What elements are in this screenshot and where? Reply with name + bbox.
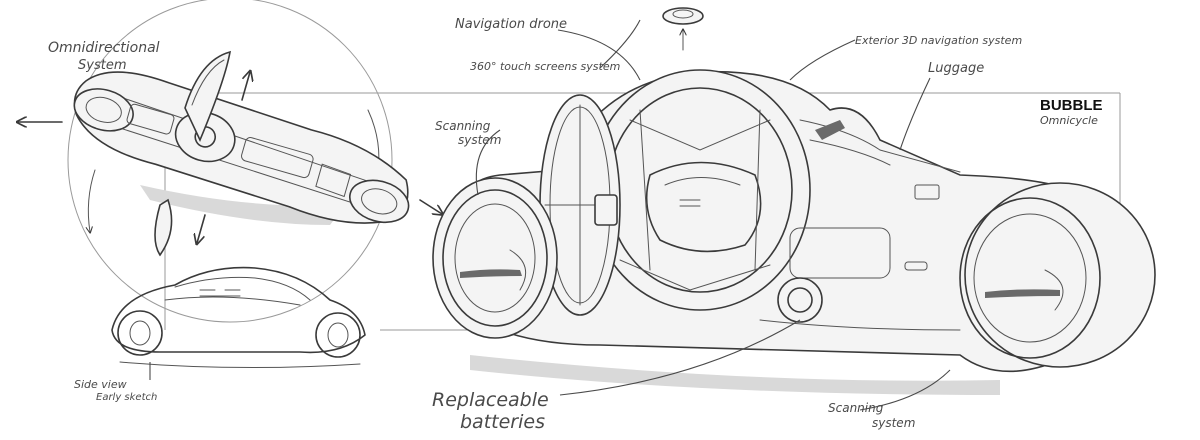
top-view-sketch [18,0,442,323]
label-scanning-right-system: system [872,416,915,430]
label-scanning-right: Scanning [828,401,884,415]
omnicycle-main-drawing [432,7,1156,395]
leader-lines [475,19,951,411]
label-omnidirectional-system: System [78,58,126,73]
side-view-sketch [111,266,366,380]
title-bubble: BUBBLE [1040,97,1103,114]
label-scanning-left: Scanning [435,119,491,133]
label-exterior-navigation: Exterior 3D navigation system [855,34,1022,47]
label-luggage: Luggage [928,61,984,76]
label-early-sketch: Early sketch [96,392,157,403]
label-navigation-drone: Navigation drone [455,17,567,32]
label-side-view: Side view [74,378,127,391]
label-omnidirectional: Omnidirectional [48,40,160,56]
title-omnicycle: Omnicycle [1040,114,1098,127]
label-scanning-left-system: system [458,133,501,147]
label-touch-screens: 360° touch screens system [470,60,620,73]
label-replaceable: Replaceable [432,389,549,411]
annotation-labels: Omnidirectional System Navigation drone … [48,17,1103,433]
label-batteries: batteries [460,411,545,433]
